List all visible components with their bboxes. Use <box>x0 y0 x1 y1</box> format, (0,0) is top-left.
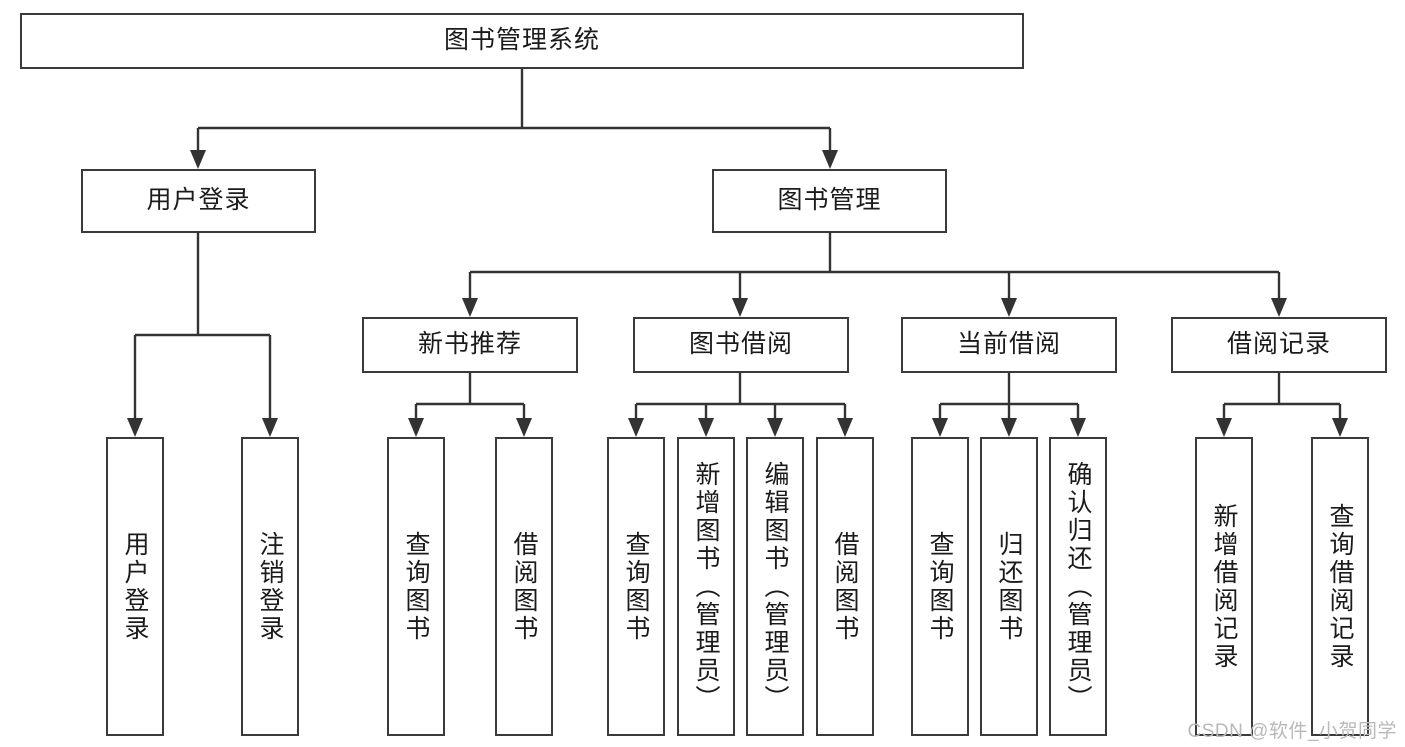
leaf-new-book-borrow-book[interactable]: 借阅图书 <box>495 437 553 736</box>
node-label: 图书管理系统 <box>443 26 600 55</box>
node-label: 用户登录 <box>121 530 149 643</box>
leaf-current-borrow-return-book[interactable]: 归还图书 <box>980 437 1038 736</box>
node-label: 归还图书 <box>995 530 1023 643</box>
node-label: 查询借阅记录 <box>1326 502 1354 671</box>
leaf-borrow-record-query-record[interactable]: 查询借阅记录 <box>1311 437 1369 736</box>
node-label: 查询图书 <box>622 530 650 643</box>
node-label: 用户登录 <box>146 186 251 215</box>
leaf-book-borrow-add-book-admin[interactable]: 新增图书（管理员） <box>677 437 735 736</box>
node-label: 新增借阅记录 <box>1210 502 1238 671</box>
leaf-book-borrow-borrow-book[interactable]: 借阅图书 <box>816 437 874 736</box>
leaf-current-borrow-query-book[interactable]: 查询图书 <box>911 437 969 736</box>
arrowhead-book-borrow-leaf4 <box>837 418 853 437</box>
arrowhead-current-borrow-leaf1 <box>932 418 948 437</box>
arrowhead-new-book <box>462 298 478 317</box>
node-label: 注销登录 <box>256 530 284 643</box>
arrowhead-new-book-leaf1 <box>408 418 424 437</box>
arrowhead-borrow-record <box>1271 298 1287 317</box>
leaf-current-borrow-confirm-return-admin[interactable]: 确认归还（管理员） <box>1049 437 1107 736</box>
arrowhead-book-borrow-leaf2 <box>698 418 714 437</box>
node-label: 编辑图书（管理员） <box>761 460 789 713</box>
node-label: 借阅图书 <box>831 530 859 643</box>
node-label: 借阅记录 <box>1226 330 1331 359</box>
leaf-book-borrow-edit-book-admin[interactable]: 编辑图书（管理员） <box>746 437 804 736</box>
node-book-borrow[interactable]: 图书借阅 <box>633 317 849 373</box>
node-label: 确认归还（管理员） <box>1064 460 1092 713</box>
node-label: 图书借阅 <box>688 330 793 359</box>
node-new-book-recommend[interactable]: 新书推荐 <box>362 317 578 373</box>
arrowhead-book-mgmt <box>822 150 838 169</box>
node-current-borrow[interactable]: 当前借阅 <box>901 317 1117 373</box>
node-root-book-management-system[interactable]: 图书管理系统 <box>20 13 1024 69</box>
arrowhead-book-borrow-leaf3 <box>767 418 783 437</box>
arrowhead-current-borrow <box>1001 298 1017 317</box>
csdn-watermark: CSDN @软件_小贺同学 <box>1187 721 1397 742</box>
node-label: 查询图书 <box>402 530 430 643</box>
leaf-borrow-record-add-record[interactable]: 新增借阅记录 <box>1195 437 1253 736</box>
leaf-user-login-sign-in[interactable]: 用户登录 <box>106 437 164 736</box>
node-label: 借阅图书 <box>510 530 538 643</box>
arrowhead-user-login <box>190 150 206 169</box>
leaf-book-borrow-query-book[interactable]: 查询图书 <box>607 437 665 736</box>
node-label: 新书推荐 <box>417 330 522 359</box>
arrowhead-borrow-record-leaf1 <box>1216 418 1232 437</box>
leaf-new-book-query-book[interactable]: 查询图书 <box>387 437 445 736</box>
leaf-user-login-sign-out[interactable]: 注销登录 <box>241 437 299 736</box>
arrowhead-new-book-leaf2 <box>516 418 532 437</box>
node-label: 新增图书（管理员） <box>692 460 720 713</box>
arrowhead-current-borrow-leaf3 <box>1070 418 1086 437</box>
arrowhead-user-login-leaf1 <box>127 418 143 437</box>
node-borrow-record[interactable]: 借阅记录 <box>1171 317 1387 373</box>
arrowhead-current-borrow-leaf2 <box>1001 418 1017 437</box>
node-label: 当前借阅 <box>956 330 1061 359</box>
arrowhead-book-borrow-leaf1 <box>628 418 644 437</box>
arrowhead-user-login-leaf2 <box>262 418 278 437</box>
node-user-login[interactable]: 用户登录 <box>81 169 316 233</box>
node-label: 查询图书 <box>926 530 954 643</box>
arrowhead-book-borrow <box>732 298 748 317</box>
arrowhead-borrow-record-leaf2 <box>1332 418 1348 437</box>
node-label: 图书管理 <box>777 186 882 215</box>
node-book-management[interactable]: 图书管理 <box>712 169 947 233</box>
